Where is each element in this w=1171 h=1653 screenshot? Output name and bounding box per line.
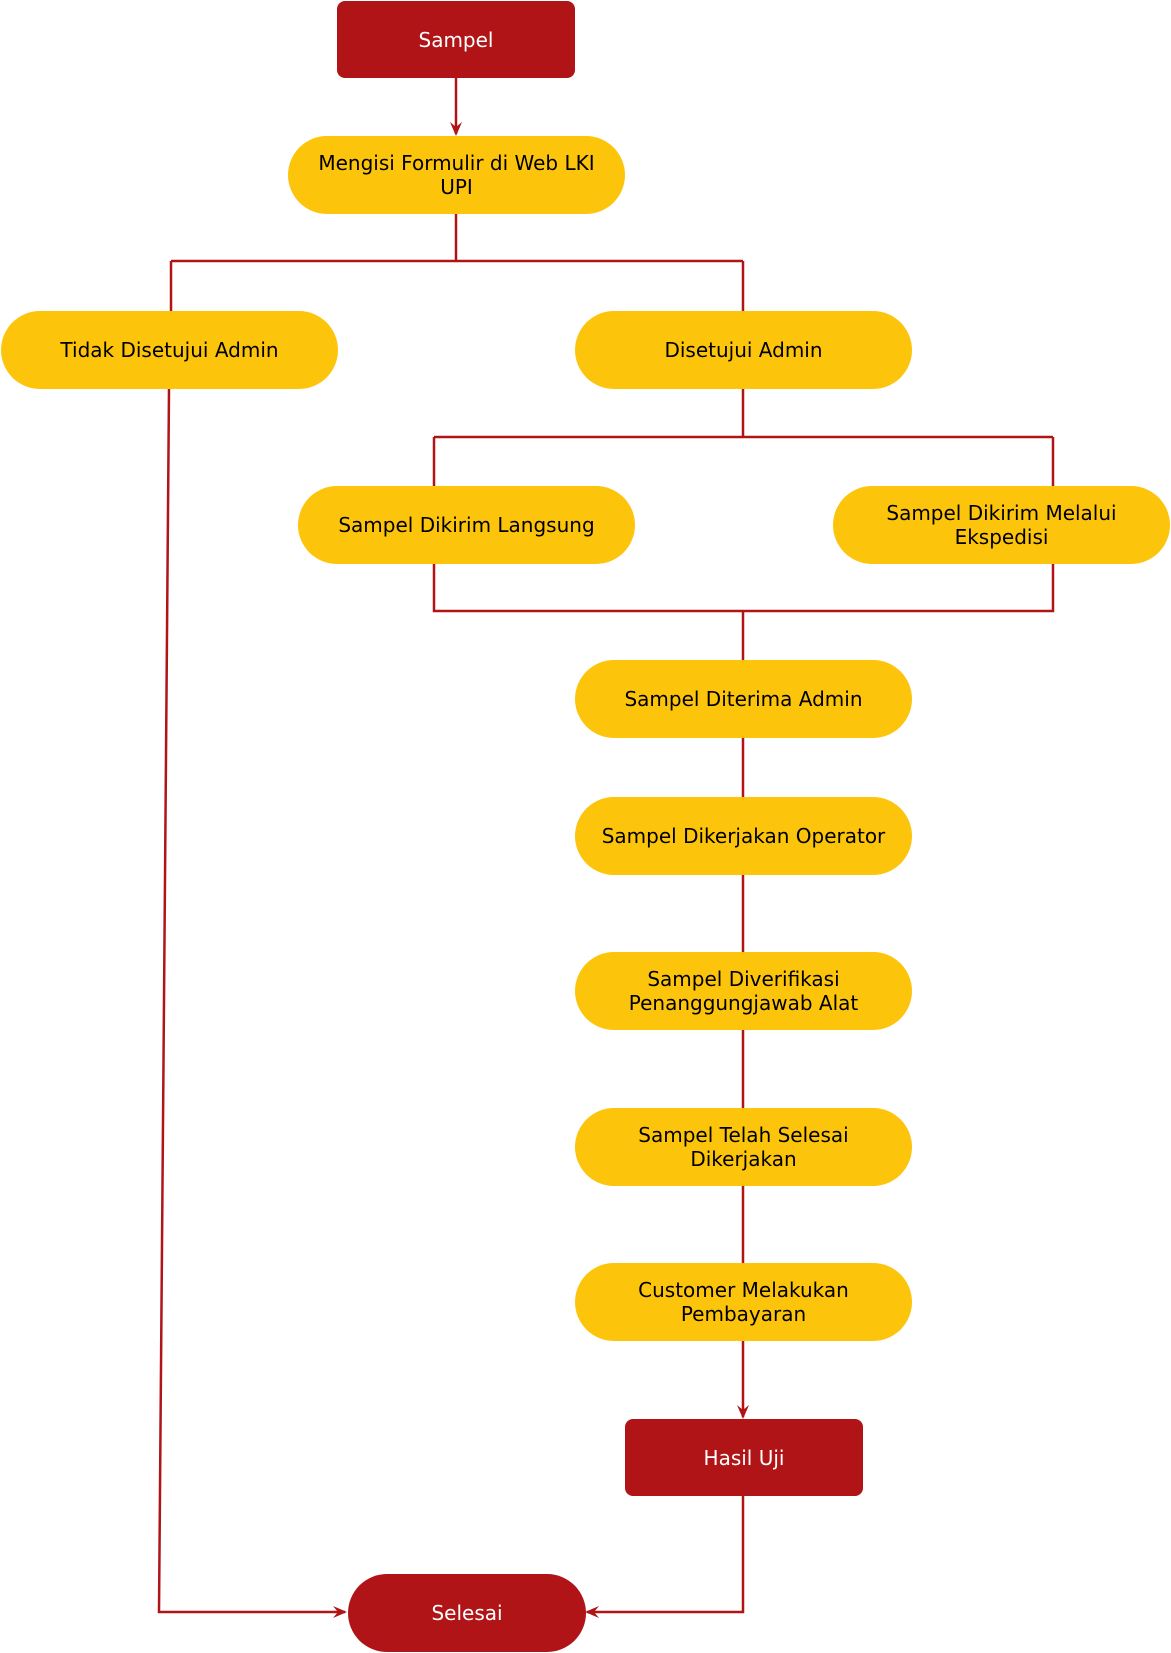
approved-node: Disetujui Admin [575, 311, 912, 389]
result-node: Hasil Uji [625, 1419, 863, 1496]
done-node: Sampel Telah Selesai Dikerjakan [575, 1108, 912, 1186]
edge-result-end [585, 1496, 745, 1618]
edge-delivery-merge [432, 563, 1055, 660]
operator-node: Sampel Dikerjakan Operator [575, 797, 912, 875]
payment-node: Customer Melakukan Pembayaran [575, 1263, 912, 1341]
form-node: Mengisi Formulir di Web LKI UPI [288, 136, 625, 214]
rejected-node: Tidak Disetujui Admin [1, 311, 338, 389]
direct-delivery-node: Sampel Dikirim Langsung [298, 486, 635, 564]
verified-node: Sampel Diverifikasi Penanggungjawab Alat [575, 952, 912, 1030]
received-node: Sampel Diterima Admin [575, 660, 912, 738]
edge-approved-split [432, 389, 1055, 486]
start-node: Sampel [337, 1, 575, 78]
expedition-delivery-node: Sampel Dikirim Melalui Ekspedisi [833, 486, 1170, 564]
end-node: Selesai [348, 1574, 586, 1652]
edge-rejected-end [157, 388, 347, 1618]
edge-form-split [169, 214, 745, 311]
